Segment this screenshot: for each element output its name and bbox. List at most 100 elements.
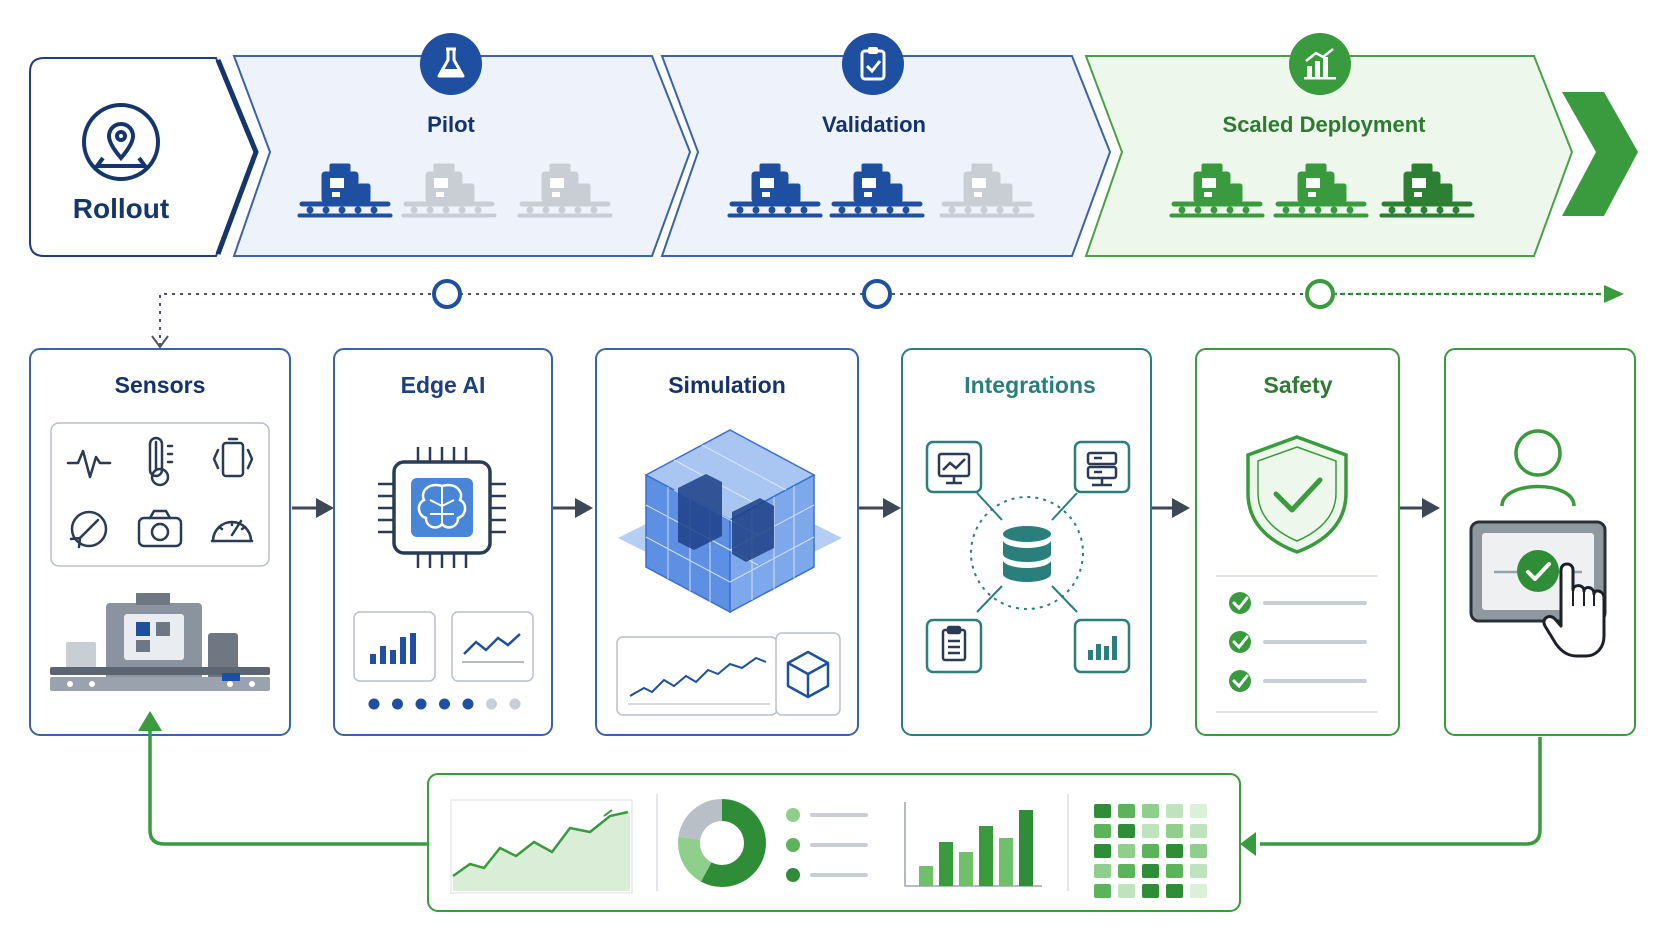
heatmap-cell [1094,844,1111,858]
rollout-header [29,57,259,257]
clipboard-icon [941,625,967,662]
heatmap-cell [1166,884,1183,898]
progress-dot [368,698,380,710]
progress-dot [439,698,450,710]
pointer-hand-icon [1542,562,1606,658]
heatmap-cell [1166,824,1183,838]
heartbeat-icon [66,449,112,479]
gauge-icon [210,519,254,543]
heatmap-cell [1094,824,1111,838]
heatmap-cell [1166,804,1183,818]
user-icon [1500,429,1576,507]
forward-chevron [1562,92,1638,216]
camera-icon [137,509,183,548]
line-chart-icon [628,656,770,705]
rollout-title: Rollout [72,193,170,224]
card-title-sensors: Sensors [114,372,206,398]
clipboard-check-icon [842,33,904,95]
checklist-item [1229,631,1367,653]
progress-dot [509,698,521,710]
heatmap-cell [1118,884,1135,898]
card-title-edge-ai: Edge AI [400,372,486,398]
stage-scaled-deployment [1084,33,1574,257]
feedback-loop [148,728,1542,846]
heatmap-grid-icon [1094,804,1207,898]
line-chart-icon [462,633,524,663]
rotation-sensor-icon [69,510,108,549]
flask-icon [420,33,482,95]
legend-list-icon [786,808,868,882]
card-sensors [29,348,291,736]
heatmap-cell [1142,884,1159,898]
donut-chart-icon [678,799,766,887]
map-pin-icon [82,103,160,181]
heatmap-cell [1094,884,1111,898]
heatmap-cell [1142,844,1159,858]
bar-chart-icon [1088,636,1117,660]
stage-title-scaled-deployment: Scaled Deployment [1222,112,1426,137]
heatmap-cell [1142,804,1159,818]
area-chart-icon [450,799,633,894]
heatmap-cell [1118,804,1135,818]
checklist-item [1229,670,1367,692]
growth-chart-icon [1289,33,1351,95]
heatmap-cell [1166,844,1183,858]
bar-chart-icon [904,802,1042,887]
check-mark [1232,674,1249,689]
checklist-item [1229,592,1367,614]
heatmap-cell [1118,864,1135,878]
heatmap-cell [1190,804,1207,818]
card-operator [1444,348,1636,736]
server-icon [1086,451,1118,487]
analytics-dashboard [427,773,1241,912]
loop-arrowhead [138,711,162,731]
check-circle-icon [1229,670,1251,692]
bar-chart-icon [370,633,416,664]
milestone-validation [862,279,892,309]
progress-dot [462,698,474,710]
flow-arrow [292,498,334,518]
stage-pilot [232,33,692,257]
card-simulation [595,348,859,736]
stage-title-validation: Validation [822,112,926,137]
card-integrations [901,348,1152,736]
stage-validation [660,33,1112,257]
card-title-safety: Safety [1263,372,1333,398]
shield-check-icon [1246,435,1348,554]
heatmap-cell [1142,864,1159,878]
flow-arrow [1400,498,1440,518]
heatmap-cell [1118,844,1135,858]
heatmap-cell [1094,864,1111,878]
thermometer-icon [148,436,174,487]
timeline [151,279,1624,349]
stage-title-pilot: Pilot [427,112,475,137]
card-edge-ai [333,348,553,736]
card-safety [1195,348,1400,736]
monitor-chart-icon [937,452,971,485]
checklist [1229,592,1367,692]
heatmap-cell [1190,864,1207,878]
check-circle-icon [1517,550,1559,592]
loop-arrowhead [1240,832,1256,856]
milestone-scaled [1305,279,1335,309]
cube-icon [786,650,830,699]
heatmap-cell [1190,844,1207,858]
milestone-pilot [432,279,462,309]
digital-twin-cube-icon [618,429,842,614]
ai-chip-icon [378,447,506,568]
factory-line-illustration [50,593,270,691]
database-icon [1003,526,1051,582]
heatmap-cell [1166,864,1183,878]
card-title-simulation: Simulation [668,372,786,398]
flow-arrow [859,498,901,518]
heatmap-cell [1118,824,1135,838]
heatmap-cell [1190,884,1207,898]
heatmap-cell [1094,804,1111,818]
flow-arrow [1152,498,1190,518]
heatmap-cell [1142,824,1159,838]
progress-dot [415,698,427,710]
check-circle-icon [1229,592,1251,614]
flow-arrow [553,498,593,518]
check-circle-icon [1229,631,1251,653]
